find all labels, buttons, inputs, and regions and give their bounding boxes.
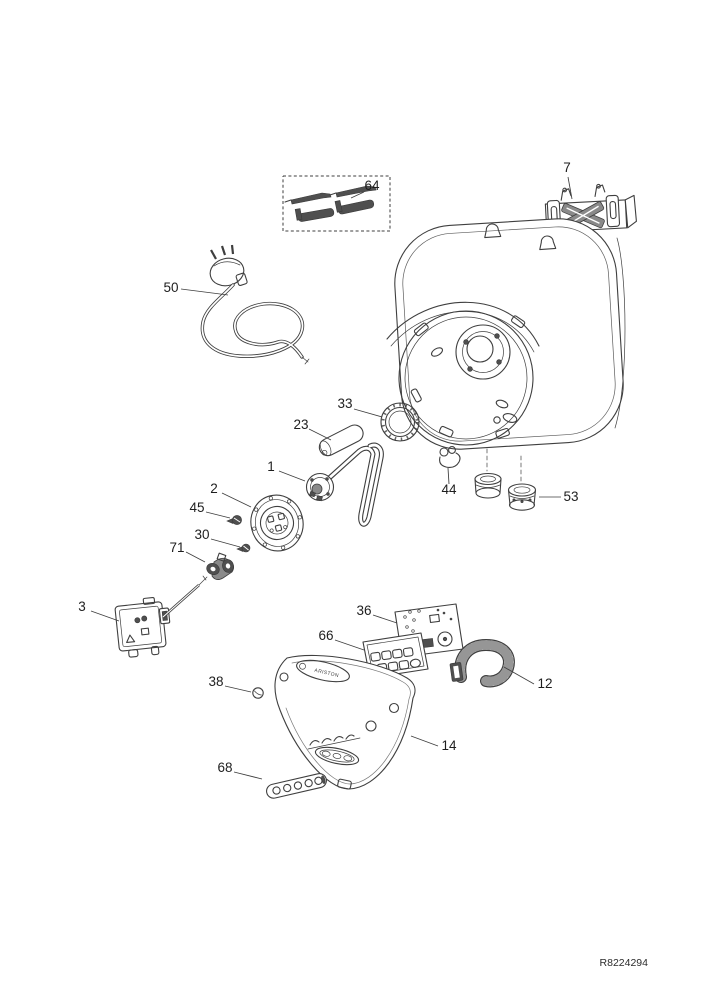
brand-logo-text: ARISTON bbox=[314, 668, 340, 679]
gasket-ring-drawing bbox=[380, 402, 420, 442]
heating-element-drawing bbox=[305, 442, 384, 527]
clip-44-drawing bbox=[439, 446, 461, 468]
part-label-33: 33 bbox=[337, 396, 352, 411]
leader-line-45 bbox=[205, 511, 231, 519]
power-cord-drawing bbox=[200, 244, 310, 365]
screw-45-drawing bbox=[226, 515, 242, 525]
thermostat-drawing bbox=[114, 596, 171, 658]
leader-line-66 bbox=[334, 639, 365, 651]
part-label-68: 68 bbox=[217, 760, 232, 775]
keyhole-slot-icon bbox=[484, 223, 557, 251]
part-label-7: 7 bbox=[563, 160, 571, 175]
leader-line-36 bbox=[372, 614, 398, 624]
part-label-1: 1 bbox=[267, 459, 275, 474]
part-label-64: 64 bbox=[364, 178, 380, 193]
brand-logo-badge: ARISTON bbox=[296, 659, 350, 683]
part-label-50: 50 bbox=[163, 280, 178, 295]
part-label-30: 30 bbox=[194, 527, 209, 542]
part-label-12: 12 bbox=[537, 676, 552, 691]
leader-line-64 bbox=[350, 191, 365, 199]
button-38-drawing bbox=[252, 687, 264, 699]
model-script-logo bbox=[307, 734, 361, 766]
part-label-14: 14 bbox=[441, 738, 457, 753]
part-label-53: 53 bbox=[563, 489, 578, 504]
leader-line-2 bbox=[221, 492, 252, 508]
leader-line-38 bbox=[224, 685, 252, 693]
part-label-36: 36 bbox=[356, 603, 371, 618]
leader-line-50 bbox=[180, 288, 229, 296]
leader-line-44 bbox=[447, 467, 450, 485]
part-label-44: 44 bbox=[441, 482, 457, 497]
leader-line-68 bbox=[233, 771, 263, 780]
part-label-45: 45 bbox=[189, 500, 204, 515]
part-label-66: 66 bbox=[318, 628, 333, 643]
thermostat-probe-drawing bbox=[162, 575, 208, 618]
tank-body-drawing bbox=[386, 218, 626, 450]
ribbon-cable-drawing bbox=[449, 638, 515, 688]
fitting-icon bbox=[474, 472, 502, 499]
button-strip-drawing bbox=[266, 773, 327, 799]
flange-plate-drawing bbox=[250, 494, 304, 552]
wall-anchor-icon bbox=[294, 199, 375, 222]
drawing-ref-text: R8224294 bbox=[600, 957, 649, 969]
pipe-fittings-drawing bbox=[474, 448, 537, 511]
leader-line-71 bbox=[185, 551, 206, 563]
screw-icon bbox=[284, 185, 377, 205]
part-label-71: 71 bbox=[169, 540, 184, 555]
part-label-38: 38 bbox=[208, 674, 223, 689]
leader-line-23 bbox=[308, 428, 332, 441]
anode-rod-drawing bbox=[318, 424, 364, 457]
elbow-fitting-drawing bbox=[206, 552, 234, 580]
leader-line-1 bbox=[278, 470, 306, 482]
leader-line-30 bbox=[210, 538, 241, 548]
leader-line-14 bbox=[410, 735, 439, 747]
fixing-kit-box bbox=[282, 175, 391, 232]
fitting-icon bbox=[507, 483, 537, 511]
front-cover-drawing: ARISTON bbox=[274, 654, 416, 790]
part-label-23: 23 bbox=[293, 417, 308, 432]
screw-30-drawing bbox=[236, 543, 251, 553]
leader-line-12 bbox=[503, 666, 535, 685]
leader-line-7 bbox=[567, 176, 573, 200]
leader-line-3 bbox=[90, 610, 120, 622]
part-label-3: 3 bbox=[78, 599, 86, 614]
leader-line-33 bbox=[353, 408, 383, 418]
part-label-2: 2 bbox=[210, 481, 218, 496]
